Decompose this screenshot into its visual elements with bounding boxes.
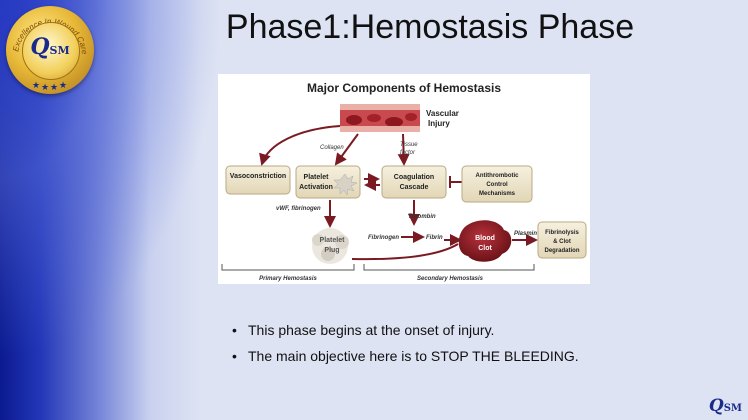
arrow-collagen	[334, 133, 359, 166]
platelet-activation-label-2: Activation	[299, 184, 333, 191]
secondary-hemostasis-label: Secondary Hemostasis	[417, 276, 484, 282]
collagen-label: Collagen	[320, 145, 344, 151]
antithrombotic-label-1: Antithrombotic	[476, 173, 520, 179]
vasoconstriction-box	[225, 165, 291, 195]
bullet-list: This phase begins at the onset of injury…	[232, 322, 579, 374]
fibrinolysis-label-3: Degradation	[544, 248, 579, 254]
blood-clot-shape	[458, 220, 512, 262]
qsm-badge-logo: Excellence In Wound Care ★★ ★★ QSM	[6, 6, 94, 94]
vasoconstriction-label: Vasoconstriction	[230, 173, 286, 180]
vascular-injury-label-2: Injury	[428, 119, 450, 128]
corner-qsm-logo: QSM	[708, 396, 742, 416]
fibrinolysis-label-1: Fibrinolysis	[545, 230, 579, 236]
arrow-tissue-factor	[397, 133, 410, 166]
fibrinolysis-label-2: & Clot	[553, 239, 571, 245]
tissue-factor-label-2: factor	[400, 150, 416, 156]
arrow-plug-to-clot	[351, 243, 459, 261]
svg-text:★: ★	[41, 82, 49, 92]
vascular-injury-label-1: Vascular	[426, 109, 459, 118]
fibrinogen-label: Fibrinogen	[368, 235, 399, 241]
secondary-hemostasis-bracket	[363, 264, 535, 271]
logo-stars: ★★ ★★	[32, 80, 67, 92]
platelet-plug-label-1: Platelet	[320, 237, 346, 244]
antithrombotic-box	[461, 165, 533, 203]
bullet-item: The main objective here is to STOP THE B…	[232, 348, 579, 364]
blood-clot-label-1: Blood	[475, 235, 495, 242]
primary-hemostasis-bracket	[221, 264, 355, 271]
coagulation-cascade-label-1: Coagulation	[394, 174, 434, 181]
diagram-title: Major Components of Hemostasis	[307, 81, 501, 95]
slide-title: Phase1:Hemostasis Phase	[225, 8, 635, 46]
thrombin-label: Thrombin	[408, 214, 436, 220]
antithrombotic-label-2: Control	[486, 182, 508, 188]
vwf-fibrinogen-label: vWF, fibrinogen	[276, 206, 321, 212]
svg-text:★: ★	[59, 80, 67, 90]
arrow-to-vasoconstriction	[259, 125, 341, 166]
hemostasis-diagram: Major Components of Hemostasis Vascular …	[218, 74, 590, 284]
logo-inner-disc	[22, 22, 80, 80]
coagulation-cascade-label-2: Cascade	[400, 184, 429, 191]
antithrombotic-label-3: Mechanisms	[479, 191, 516, 197]
bullet-item: This phase begins at the onset of injury…	[232, 322, 579, 338]
coagulation-cascade-box	[381, 165, 447, 199]
platelet-icon	[333, 173, 358, 196]
platelet-plug-label-2: Plug	[324, 247, 339, 254]
logo-mark: QSM	[30, 34, 70, 60]
platelet-plug-illustration	[312, 228, 349, 264]
vascular-injury-illustration	[340, 104, 420, 132]
platelet-activation-label-1: Platelet	[304, 174, 330, 181]
primary-hemostasis-label: Primary Hemostasis	[259, 276, 317, 282]
blood-clot-label-2: Clot	[478, 245, 492, 252]
tissue-factor-label-1: Tissue	[400, 142, 418, 148]
svg-text:★: ★	[50, 82, 58, 92]
plasmin-label: Plasmin	[514, 231, 537, 237]
fibrinolysis-box	[537, 221, 587, 259]
svg-text:★: ★	[32, 80, 40, 90]
fibrin-label: Fibrin	[426, 235, 443, 241]
